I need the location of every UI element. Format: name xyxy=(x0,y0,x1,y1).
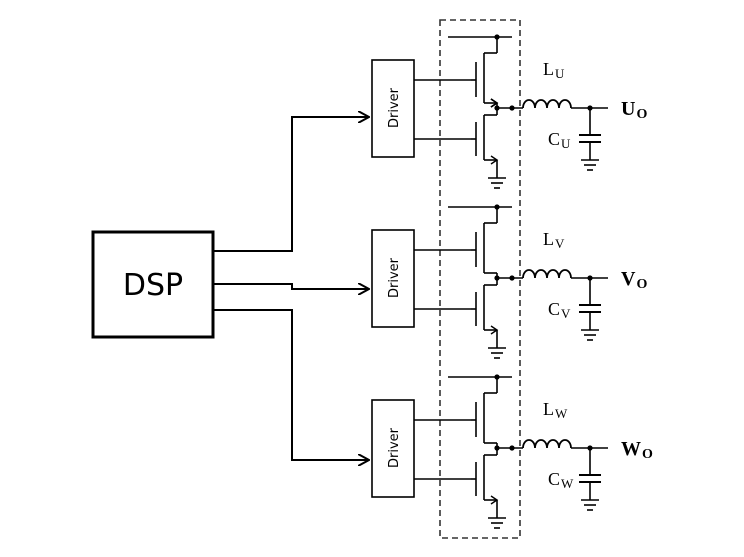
inductor-label-main: L xyxy=(543,399,554,419)
inductor-label: LV xyxy=(543,229,565,251)
driver-label: Driver xyxy=(387,427,402,468)
capacitor-label: CV xyxy=(548,299,571,321)
inductor-label-subscript: W xyxy=(555,406,568,421)
output-label-subscript: O xyxy=(642,447,653,462)
inductor-coil xyxy=(522,439,572,449)
capacitor-label-subscript: V xyxy=(561,306,571,321)
capacitor-label-subscript: W xyxy=(561,476,574,491)
capacitor-label: CW xyxy=(548,469,574,491)
power-module-boundary xyxy=(439,19,521,539)
dsp-label: DSP xyxy=(123,268,183,303)
driver-box xyxy=(371,229,415,328)
driver-label: Driver xyxy=(387,87,402,128)
inductor-label-subscript: U xyxy=(555,66,565,81)
output-label: UO xyxy=(621,98,647,122)
output-label: WO xyxy=(621,438,653,462)
capacitor-label-main: C xyxy=(548,469,560,489)
dsp-block: DSP xyxy=(91,230,215,339)
output-label-subscript: O xyxy=(636,277,647,292)
output-label: VO xyxy=(621,268,647,292)
inductor-coil xyxy=(522,99,572,109)
capacitor-label: CU xyxy=(548,129,571,151)
driver-box xyxy=(371,59,415,158)
inductor-label-subscript: V xyxy=(555,236,565,251)
inductor-label-main: L xyxy=(543,59,554,79)
driver-box xyxy=(371,399,415,498)
output-label-main: W xyxy=(621,438,641,460)
output-label-main: V xyxy=(621,268,636,290)
control-line-u xyxy=(212,117,368,252)
inductor-label-main: L xyxy=(543,229,554,249)
control-line-v xyxy=(212,283,368,289)
control-signals xyxy=(212,117,368,460)
output-label-main: U xyxy=(621,98,635,120)
capacitor-label-subscript: U xyxy=(561,136,571,151)
inductor-label: LU xyxy=(543,59,565,81)
high-source-arrow xyxy=(490,98,499,108)
capacitor-label-main: C xyxy=(548,129,560,149)
inductor-coil xyxy=(522,269,572,279)
output-label-subscript: O xyxy=(636,107,647,122)
capacitor-label-main: C xyxy=(548,299,560,319)
control-line-w xyxy=(212,309,368,460)
inductor-label: LW xyxy=(543,399,568,421)
driver-label: Driver xyxy=(387,257,402,298)
